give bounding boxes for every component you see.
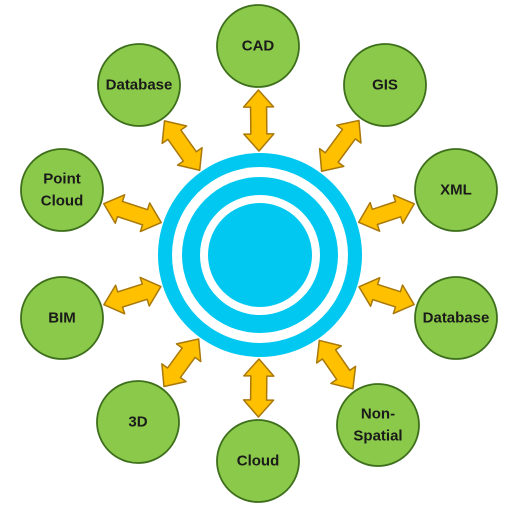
node-label-xml: XML <box>440 182 472 199</box>
double-arrow-3d <box>161 338 202 388</box>
node-circle-non-spatial <box>336 383 420 467</box>
node-circle-database-right <box>414 276 498 360</box>
node-bim: BIM <box>20 276 104 360</box>
double-arrow-cloud <box>242 358 275 418</box>
node-gis: GIS <box>343 43 427 127</box>
node-non-spatial: Non- Spatial <box>336 383 420 467</box>
double-arrow-non-spatial <box>315 339 357 390</box>
double-arrow-gis <box>318 119 362 172</box>
node-label-cad: CAD <box>242 38 275 55</box>
node-label-non-spatial-line-2: Spatial <box>353 428 402 445</box>
node-3d: 3D <box>96 380 180 464</box>
central-hub <box>158 153 362 357</box>
node-circle-xml <box>414 148 498 232</box>
node-label-point-cloud-line-1: Point <box>43 171 81 188</box>
node-database-left: Database <box>97 43 181 127</box>
double-arrow-bim <box>103 276 162 315</box>
node-circle-cloud <box>216 419 300 503</box>
node-circle-gis <box>343 43 427 127</box>
node-label-non-spatial-line-1: Non- <box>361 406 395 423</box>
node-circle-cad <box>216 4 300 88</box>
double-arrow-database-right <box>358 276 415 315</box>
node-label-point-cloud-line-2: Cloud <box>41 193 84 210</box>
double-arrow-cad <box>242 89 275 152</box>
node-cad: CAD <box>216 4 300 88</box>
node-label-cloud: Cloud <box>237 453 280 470</box>
node-label-database-right: Database <box>423 310 490 327</box>
node-circle-bim <box>20 276 104 360</box>
node-label-gis: GIS <box>372 77 398 94</box>
node-database-right: Database <box>414 276 498 360</box>
node-xml: XML <box>414 148 498 232</box>
node-label-bim: BIM <box>48 310 76 327</box>
double-arrow-point-cloud <box>103 194 162 233</box>
double-arrow-xml <box>357 194 415 232</box>
node-circle-3d <box>96 380 180 464</box>
node-circle-point-cloud <box>20 148 104 232</box>
nodes-layer: CADGISXMLDatabaseNon-SpatialCloud3DBIMPo… <box>20 4 498 503</box>
arrows-layer <box>103 89 415 418</box>
hub-core <box>208 203 312 307</box>
node-cloud: Cloud <box>216 419 300 503</box>
node-circle-database-left <box>97 43 181 127</box>
node-label-database-left: Database <box>106 77 173 94</box>
node-label-3d: 3D <box>128 414 147 431</box>
double-arrow-database-left <box>161 120 203 172</box>
